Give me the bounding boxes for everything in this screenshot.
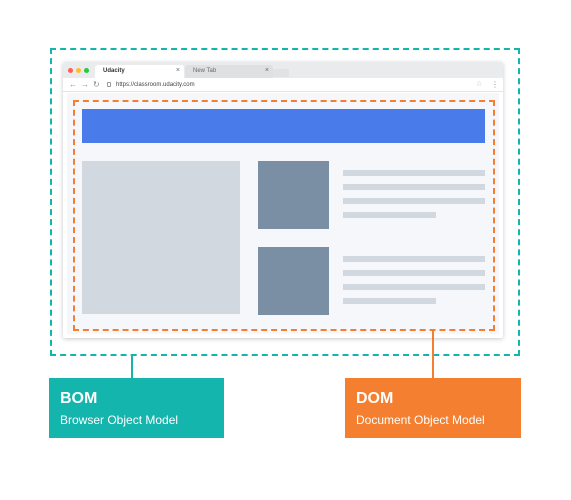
text-line-placeholder (343, 270, 485, 276)
tab-label: Udacity (103, 68, 125, 74)
reload-icon[interactable]: ↻ (93, 80, 100, 89)
bom-label: BOM Browser Object Model (49, 378, 224, 438)
lock-icon (107, 82, 111, 87)
maximize-window-dot[interactable] (84, 68, 89, 73)
bookmark-star-icon[interactable]: ☆ (476, 81, 483, 88)
minimize-window-dot[interactable] (76, 68, 81, 73)
bom-subtitle: Browser Object Model (60, 413, 179, 427)
tab-bar: Udacity × New Tab × (63, 62, 503, 78)
thumbnail-placeholder (258, 247, 329, 315)
bom-boundary (50, 48, 520, 356)
bom-connector-line (131, 356, 133, 378)
dom-connector-line (432, 331, 434, 378)
tab-label: New Tab (193, 68, 217, 74)
image-placeholder (82, 161, 240, 314)
bom-title: BOM (60, 390, 98, 407)
new-tab-button[interactable] (273, 69, 289, 77)
text-line-placeholder (343, 170, 485, 176)
page-header-block (82, 109, 485, 143)
close-tab-icon[interactable]: × (175, 67, 180, 74)
tab-udacity[interactable]: Udacity × (95, 65, 184, 78)
tab-new-tab[interactable]: New Tab × (185, 65, 273, 78)
forward-arrow-icon[interactable]: → (81, 80, 89, 89)
dom-boundary (73, 100, 495, 331)
close-window-dot[interactable] (68, 68, 73, 73)
close-tab-icon[interactable]: × (264, 67, 269, 74)
text-line-placeholder (343, 284, 485, 290)
url-input[interactable]: https://classroom.udacity.com (116, 82, 195, 88)
menu-dots-icon[interactable]: ⋮ (491, 80, 499, 89)
text-line-placeholder (343, 212, 436, 218)
dom-title: DOM (356, 390, 394, 407)
dom-subtitle: Document Object Model (356, 413, 485, 427)
back-arrow-icon[interactable]: ← (69, 80, 77, 89)
text-line-placeholder (343, 184, 485, 190)
dom-label: DOM Document Object Model (345, 378, 521, 438)
thumbnail-placeholder (258, 161, 329, 229)
text-line-placeholder (343, 298, 436, 304)
text-line-placeholder (343, 198, 485, 204)
text-line-placeholder (343, 256, 485, 262)
address-bar: ← → ↻ https://classroom.udacity.com ☆ ⋮ (63, 78, 503, 92)
